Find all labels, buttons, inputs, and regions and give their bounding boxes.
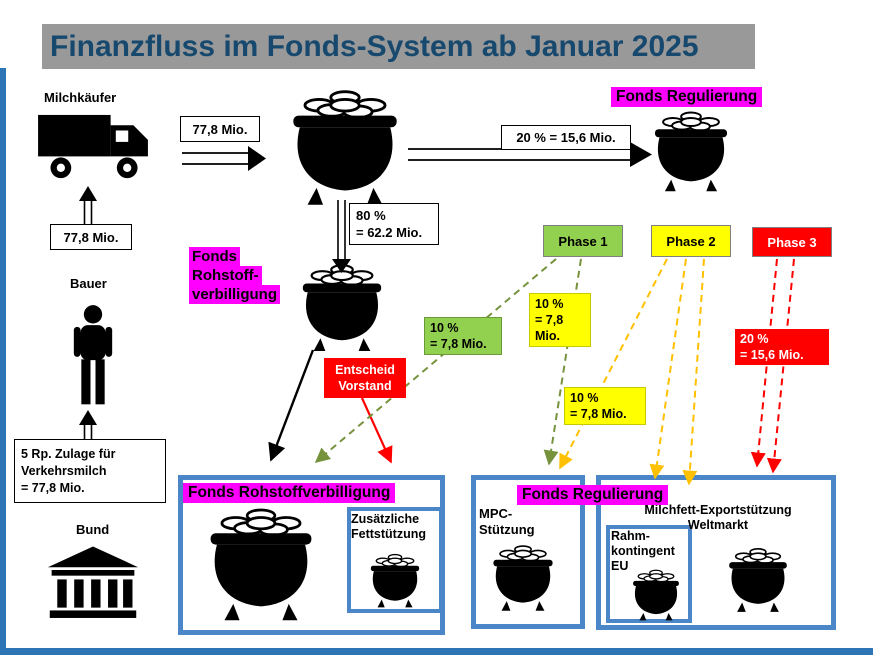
amount-box-farmer: 77,8 Mio. xyxy=(50,224,132,250)
share-red-line: 20 % xyxy=(740,332,769,346)
mpc-label: MPC- Stützung xyxy=(479,506,535,538)
entscheid-line: Vorstand xyxy=(338,379,392,393)
share-yellow-line: = 7,8 xyxy=(535,313,564,327)
fonds-rohstoff-line: Fonds xyxy=(189,247,240,266)
regulierung-pot-icon xyxy=(646,104,736,194)
rahm-line: Rahm- xyxy=(611,529,650,543)
farmer-person-icon xyxy=(68,294,118,418)
truck-icon xyxy=(36,104,150,186)
entscheid-line: Entscheid xyxy=(335,363,395,377)
fett-label: Zusätzliche Fettstützung xyxy=(351,512,426,542)
rohstoff-pot-icon xyxy=(292,258,392,352)
fonds-rohstoff-label: Fonds Rohstoff- verbilligung xyxy=(189,247,281,304)
share-yellow-line: Mio. xyxy=(535,329,560,343)
rahm-line: kontingent xyxy=(611,544,675,558)
share-green-box: 10 % = 7,8 Mio. xyxy=(424,317,502,355)
fett-line: Zusätzliche xyxy=(351,512,420,526)
rahm-line: EU xyxy=(611,559,629,573)
arrow-rohstoff-to-fund xyxy=(268,349,315,462)
rohstoff-share-line: 80 % xyxy=(356,208,386,223)
arrow-farmer-to-buyer xyxy=(79,186,97,224)
share-green-line: = 7,8 Mio. xyxy=(430,337,487,351)
arrow-phase2-to-rahm xyxy=(649,258,687,480)
fett-line: Fettstützung xyxy=(351,527,426,541)
phase-2-box: Phase 2 xyxy=(651,225,731,257)
fett-pot-icon xyxy=(364,550,426,608)
subsidy-line: 5 Rp. Zulage für xyxy=(21,446,116,461)
main-fund-pot-icon xyxy=(278,82,412,206)
inflow-amount-text: 77,8 Mio. xyxy=(192,121,248,137)
share-yellow-box-b: 10 % = 7,8 Mio. xyxy=(564,387,646,425)
rahm-pot-icon xyxy=(627,566,685,621)
fonds-rohstoff-line: verbilligung xyxy=(189,285,281,304)
phase-1-box: Phase 1 xyxy=(543,225,623,257)
arrow-phase2-to-mpc xyxy=(559,258,668,470)
rohstoff-fund-title: Fonds Rohstoffverbilligung xyxy=(183,483,396,503)
rahm-sub-container xyxy=(606,525,692,623)
slide-left-border xyxy=(0,68,6,655)
rahm-label: Rahm- kontingent EU xyxy=(611,529,675,574)
inflow-amount-box: 77,8 Mio. xyxy=(180,116,260,142)
mpc-pot-icon xyxy=(486,540,560,612)
government-label: Bund xyxy=(76,522,110,537)
share-red-line: = 15,6 Mio. xyxy=(740,348,804,362)
regulierung-share-box: 20 % = 15,6 Mio. xyxy=(501,125,631,150)
arrow-phase1-to-mpc xyxy=(543,258,582,466)
arrow-buyer-to-pot xyxy=(182,146,266,171)
export-label: Milchfett-Exportstützung Weltmarkt xyxy=(622,503,814,533)
mpc-line: Stützung xyxy=(479,522,535,537)
export-line: Milchfett-Exportstützung xyxy=(644,503,792,517)
bank-icon xyxy=(46,544,140,628)
share-yellow-line: = 7,8 Mio. xyxy=(570,407,627,421)
regulierung-share-text: 20 % = 15,6 Mio. xyxy=(516,130,616,145)
amount-text: 77,8 Mio. xyxy=(63,229,119,245)
rohstoff-share-box: 80 % = 62.2 Mio. xyxy=(349,203,439,245)
arrow-phase3-to-fund-b xyxy=(766,258,795,474)
export-pot-icon xyxy=(722,542,794,614)
share-yellow-box-a: 10 % = 7,8 Mio. xyxy=(529,293,591,347)
page-title: Finanzfluss im Fonds-System ab Januar 20… xyxy=(42,24,755,69)
fonds-rohstoff-line: Rohstoff- xyxy=(189,266,262,285)
subsidy-note-box: 5 Rp. Zulage für Verkehrsmilch = 77,8 Mi… xyxy=(14,439,166,503)
rohstoff-fund-pot-icon xyxy=(198,500,324,622)
phase-3-box: Phase 3 xyxy=(752,227,832,257)
rohstoff-share-line: = 62.2 Mio. xyxy=(356,225,423,240)
mpc-line: MPC- xyxy=(479,506,513,521)
arrow-phase2-to-export xyxy=(682,258,705,486)
share-green-line: 10 % xyxy=(430,321,459,335)
milk-buyer-label: Milchkäufer xyxy=(44,90,117,105)
slide-bottom-border xyxy=(0,648,873,655)
share-yellow-line: 10 % xyxy=(535,297,564,311)
entscheid-vorstand-box: Entscheid Vorstand xyxy=(324,358,406,398)
fonds-regulierung-top-label: Fonds Regulierung xyxy=(611,87,763,107)
arrow-entscheid-to-fett xyxy=(360,397,393,464)
farmer-label: Bauer xyxy=(70,276,107,291)
subsidy-line: Verkehrsmilch xyxy=(21,463,107,478)
regulierung-fund-title: Fonds Regulierung xyxy=(517,485,669,505)
share-yellow-line: 10 % xyxy=(570,391,599,405)
share-red-box: 20 % = 15,6 Mio. xyxy=(735,329,829,365)
export-line: Weltmarkt xyxy=(687,518,749,532)
subsidy-line: = 77,8 Mio. xyxy=(21,480,85,495)
